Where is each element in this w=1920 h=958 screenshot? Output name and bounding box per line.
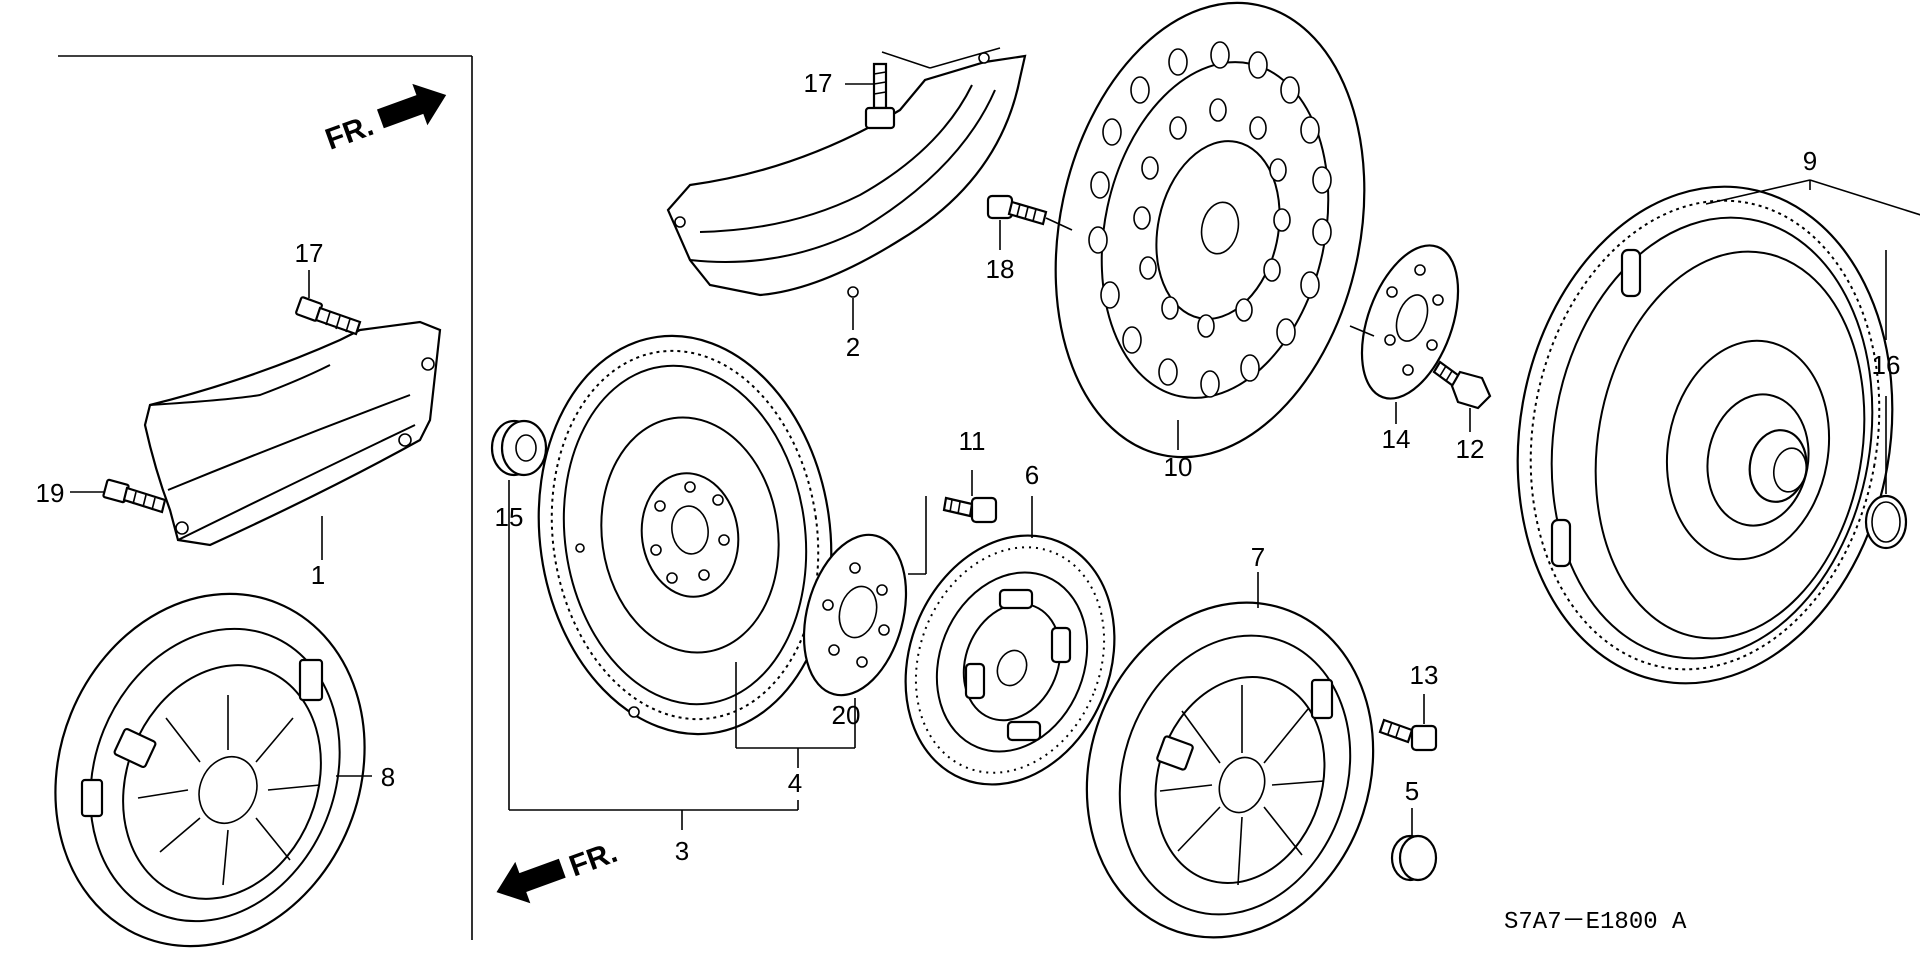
dust-cover-inset bbox=[143, 320, 442, 547]
part-label-13: 13 bbox=[1410, 660, 1439, 690]
bolt-17-top bbox=[845, 47, 1001, 130]
part-label-8: 8 bbox=[381, 762, 395, 792]
diagram-code: S7A7－E1800 A bbox=[1504, 909, 1687, 936]
part-label-12: 12 bbox=[1456, 434, 1485, 464]
part-label-11: 11 bbox=[959, 426, 986, 456]
pressure-plate bbox=[1085, 572, 1375, 939]
part-label-15: 15 bbox=[495, 502, 524, 532]
part-label-4: 4 bbox=[788, 768, 802, 798]
o-ring bbox=[1864, 396, 1908, 550]
flywheel-manual bbox=[537, 334, 833, 748]
part-label-1: 1 bbox=[311, 560, 325, 590]
torque-converter bbox=[1516, 179, 1920, 685]
pressure-plate-inset bbox=[54, 592, 366, 948]
part-label-17-top: 17 bbox=[804, 68, 833, 98]
pilot-bearing bbox=[490, 419, 548, 810]
part-label-10: 10 bbox=[1164, 452, 1193, 482]
part-label-19: 19 bbox=[36, 478, 65, 508]
collar bbox=[1390, 808, 1438, 882]
part-label-18: 18 bbox=[986, 254, 1015, 284]
flywheel-plate bbox=[802, 533, 908, 748]
part-label-14: 14 bbox=[1382, 424, 1411, 454]
part-label-2: 2 bbox=[846, 332, 860, 362]
part-label-5: 5 bbox=[1405, 776, 1419, 806]
front-marker-upper: FR. bbox=[321, 109, 378, 157]
bolt-11 bbox=[908, 470, 998, 575]
backing-plate bbox=[1349, 244, 1460, 424]
bolt-17-inset bbox=[295, 270, 362, 336]
part-label-20: 20 bbox=[832, 700, 861, 730]
bolt-13 bbox=[1378, 694, 1438, 752]
bolt-18 bbox=[986, 194, 1073, 250]
part-label-16: 16 bbox=[1872, 350, 1901, 380]
part-label-3: 3 bbox=[675, 836, 689, 866]
drive-plate-holes bbox=[1088, 41, 1332, 398]
inset-frame bbox=[58, 55, 473, 940]
part-label-9: 9 bbox=[1803, 146, 1817, 176]
front-marker-lower: FR. bbox=[565, 836, 622, 884]
dust-cover bbox=[666, 52, 1027, 298]
bolt-19 bbox=[70, 478, 167, 514]
drive-plate bbox=[1054, 1, 1366, 459]
front-arrow-upper: FR. bbox=[321, 83, 447, 157]
part-label-7: 7 bbox=[1251, 542, 1265, 572]
part-label-6: 6 bbox=[1025, 460, 1039, 490]
front-arrow-lower: FR. bbox=[496, 836, 622, 904]
bolt-12 bbox=[1432, 360, 1492, 432]
part-label-17-inset: 17 bbox=[295, 238, 324, 268]
clutch-disc bbox=[904, 496, 1116, 786]
